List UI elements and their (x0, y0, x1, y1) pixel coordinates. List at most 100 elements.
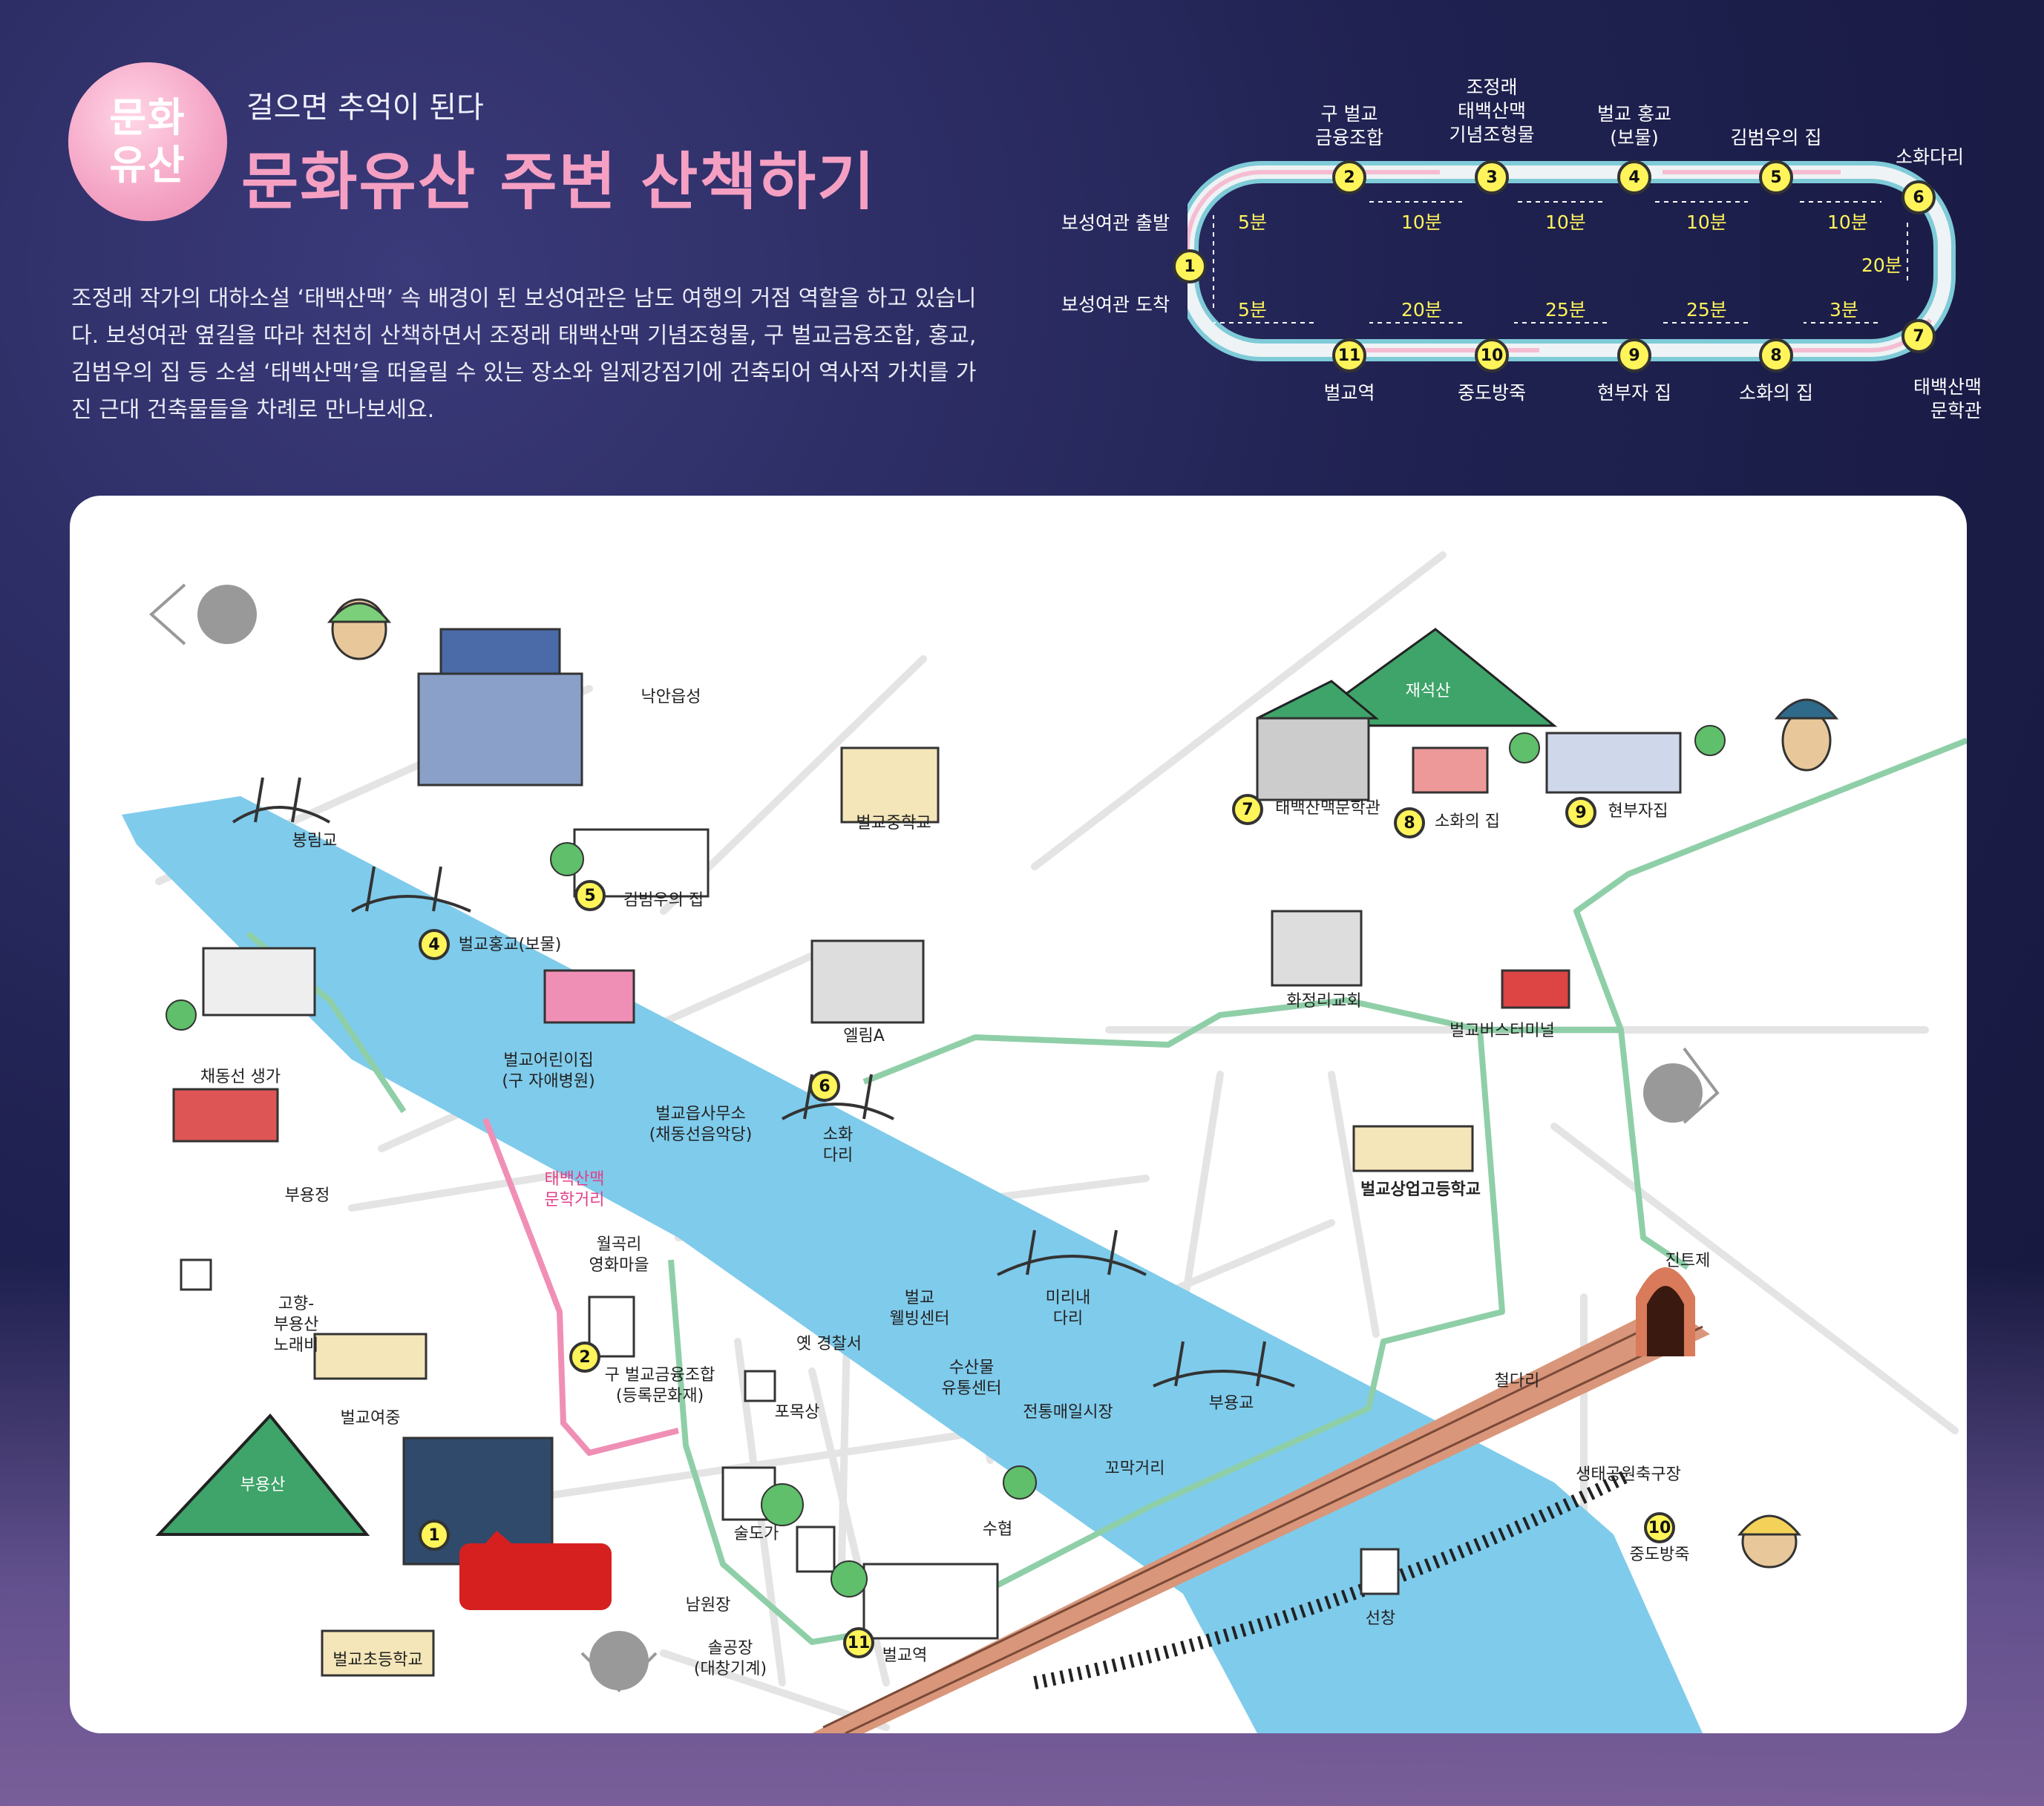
badge-line-1: 문화 (109, 94, 186, 141)
callout-box (459, 1543, 612, 1610)
route-stop-9: 9 (1617, 338, 1651, 372)
place-jaeseok-mt[interactable]: 재석산 (1405, 682, 1451, 700)
route-time-top-3: 10분 (1545, 211, 1586, 233)
route-stop-name-7: 태백산맥 문학관 (1913, 376, 1982, 421)
route-stop-name-8: 소화의 집 (1739, 382, 1813, 404)
place-boseong-inn-number: 1 (419, 1520, 450, 1551)
category-badge: 문화 유산 (68, 62, 227, 221)
place-sohwa-bridge-number: 6 (809, 1071, 840, 1102)
place-hyunbuja[interactable]: 현부자집 (1608, 802, 1668, 821)
place-eco-park[interactable]: 생태공원축구장 (1576, 1465, 1681, 1484)
place-sohwa-house[interactable]: 소화의 집 (1435, 812, 1500, 831)
place-sohwa-bridge[interactable]: 소화 다리 (822, 1126, 854, 1165)
place-taebaek-museum[interactable]: 태백산맥문학관 (1275, 799, 1380, 818)
route-time-top-1: 5분 (1238, 211, 1267, 233)
route-stop-name-4: 벌교 홍교 (보물) (1597, 103, 1671, 148)
tunnel-icon (1636, 1267, 1695, 1356)
place-suhyup[interactable]: 수협 (982, 1520, 1013, 1539)
place-jungdo-number: 10 (1644, 1512, 1675, 1543)
place-kkomak[interactable]: 꼬막거리 (1104, 1459, 1165, 1478)
place-market[interactable]: 전통매일시장 (1023, 1403, 1113, 1422)
place-commerce-hs[interactable]: 벌교상업고등학교 (1360, 1181, 1481, 1199)
place-jinteuje[interactable]: 진트제 (1665, 1252, 1711, 1270)
place-bus[interactable]: 벌교버스터미널 (1450, 1022, 1555, 1040)
place-wellbeing[interactable]: 벌교 웰빙센터 (889, 1289, 950, 1328)
route-stop-6: 6 (1901, 180, 1936, 214)
route-stop-5: 5 (1759, 160, 1793, 194)
place-kim-house-number: 5 (574, 880, 606, 911)
place-kinder[interactable]: 벌교어린이집 (구 자애병원) (502, 1051, 595, 1091)
place-finance[interactable]: 구 벌교금융조합 (등록문화재) (604, 1366, 715, 1405)
place-namwon[interactable]: 남원장 (685, 1596, 731, 1615)
building-icons (172, 628, 1682, 1677)
place-office[interactable]: 벌교읍사무소 (채동선음악당) (649, 1105, 753, 1144)
route-end-label: 보성여관 도착 (1061, 294, 1170, 315)
place-girls-mid[interactable]: 벌교여중 (340, 1409, 401, 1428)
route-stop-name-3: 조정래 태백산맥 기념조형물 (1449, 76, 1535, 145)
place-hyunbuja-number: 9 (1565, 797, 1596, 828)
route-time-bottom-3: 25분 (1545, 299, 1586, 321)
page-title: 문화유산 주변 산책하기 (241, 145, 877, 218)
place-taebaek-museum-number: 7 (1232, 794, 1263, 825)
route-time-bottom-1: 5분 (1238, 299, 1267, 321)
place-buyongjeong[interactable]: 부용정 (284, 1186, 330, 1205)
page-subtitle: 걸으면 추억이 된다 (246, 91, 484, 125)
place-elem[interactable]: 벌교초등학교 (333, 1651, 423, 1669)
place-finance-number: 2 (569, 1342, 600, 1373)
place-buyong-mt[interactable]: 부용산 (240, 1476, 286, 1494)
place-buyong-bridge[interactable]: 부용교 (1208, 1394, 1254, 1413)
route-time-top-4: 10분 (1686, 211, 1727, 233)
railway (812, 1304, 1710, 1733)
route-stop-7: 7 (1901, 319, 1936, 353)
map-canvas (122, 551, 1967, 1733)
route-time-bottom-5: 3분 (1830, 299, 1858, 321)
buyong-mountain-icon (155, 1413, 370, 1536)
map-card[interactable]: 낙안읍성 벌교중학교 봉림교 5 김범우의 집 4 벌교홍교(보물) 채동선 생… (70, 496, 1967, 1733)
route-stop-1: 1 (1173, 249, 1207, 283)
place-literary-street[interactable]: 태백산맥 문학거리 (544, 1170, 605, 1209)
place-seonchang[interactable]: 선창 (1365, 1609, 1396, 1628)
route-stop-10: 10 (1475, 338, 1509, 372)
route-stop-name-6: 소화다리 (1895, 146, 1964, 168)
place-chae-house[interactable]: 채동선 생가 (200, 1068, 281, 1086)
nav-arrows (148, 583, 1720, 1692)
place-wolgok[interactable]: 월곡리 영화마을 (589, 1235, 649, 1275)
route-time-bottom-4: 25분 (1686, 299, 1727, 321)
place-jungdo[interactable]: 중도방죽 (1629, 1546, 1690, 1564)
place-solgong[interactable]: 솔공장 (대창기계) (693, 1639, 767, 1678)
route-stop-name-10: 중도방죽 (1457, 382, 1526, 404)
route-ring (1188, 165, 1951, 357)
place-kim-house[interactable]: 김범우의 집 (623, 891, 704, 910)
route-stop-name-5: 김범우의 집 (1730, 127, 1822, 148)
place-police[interactable]: 옛 경찰서 (796, 1335, 862, 1353)
route-stop-8: 8 (1759, 338, 1793, 372)
place-suldoga[interactable]: 술도가 (733, 1525, 779, 1543)
page-description: 조정래 작가의 대하소설 ‘태백산맥’ 속 배경이 된 보성여관은 남도 여행의… (71, 286, 977, 423)
literary-street-path (482, 1117, 679, 1457)
route-time-side: 20분 (1861, 255, 1902, 276)
route-start-label: 보성여관 출발 (1061, 212, 1170, 234)
route-time-bottom-2: 20분 (1401, 299, 1442, 321)
route-stop-name-9: 현부자 집 (1597, 382, 1671, 404)
place-seafood[interactable]: 수산물 유통센터 (941, 1359, 1002, 1398)
place-rail-bridge[interactable]: 철다리 (1494, 1372, 1540, 1390)
badge-line-2: 유산 (109, 142, 186, 188)
route-diagram (1188, 161, 1956, 361)
route-stop-3: 3 (1475, 160, 1509, 194)
character-icons (327, 598, 1839, 1569)
place-song-stone[interactable]: 고향- 부용산 노래비 (273, 1295, 319, 1355)
place-hongyo[interactable]: 벌교홍교(보물) (458, 936, 562, 954)
place-station[interactable]: 벌교역 (882, 1646, 928, 1665)
place-mid-school[interactable]: 벌교중학교 (856, 814, 931, 833)
jaeseok-mountain-icon (1298, 628, 1558, 727)
place-ellim[interactable]: 엘림A (843, 1027, 885, 1045)
route-arrows (1213, 201, 1908, 324)
place-pomok[interactable]: 포목상 (774, 1403, 820, 1422)
route-time-top-5: 10분 (1827, 211, 1868, 233)
place-hongyo-number: 4 (419, 929, 450, 960)
place-mirinae[interactable]: 미리내 다리 (1045, 1289, 1091, 1328)
callout-tail (485, 1531, 511, 1543)
place-bonglim[interactable]: 봉림교 (292, 832, 338, 850)
place-church[interactable]: 화정리교회 (1286, 992, 1362, 1011)
place-nagan[interactable]: 낙안읍성 (641, 688, 701, 706)
